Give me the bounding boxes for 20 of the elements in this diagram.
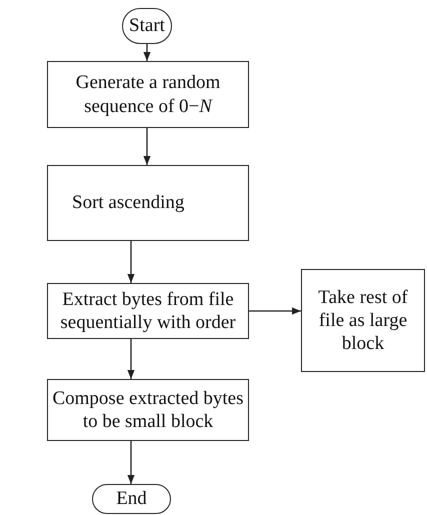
arrow (143, 44, 151, 61)
node-label: Sort ascending (72, 191, 184, 215)
arrow (249, 307, 301, 315)
node-label: Compose extracted bytes to be small block (52, 386, 244, 434)
node-label: Extract bytes from file sequentially with order (59, 288, 237, 334)
node-label: Start (129, 14, 165, 38)
terminal-node (122, 8, 172, 44)
arrow (127, 441, 135, 484)
terminal-node (92, 484, 171, 514)
node-label: Take rest of file as large block (317, 286, 409, 356)
node-label: End (116, 487, 147, 511)
arrow (127, 241, 135, 283)
arrow (143, 128, 151, 165)
process-box (47, 61, 249, 128)
arrow (127, 339, 135, 379)
process-box (301, 269, 425, 372)
node-label: Generate a random sequence of 0−N (74, 71, 222, 118)
process-box (47, 283, 249, 339)
process-box (47, 379, 249, 441)
process-box (47, 165, 249, 241)
